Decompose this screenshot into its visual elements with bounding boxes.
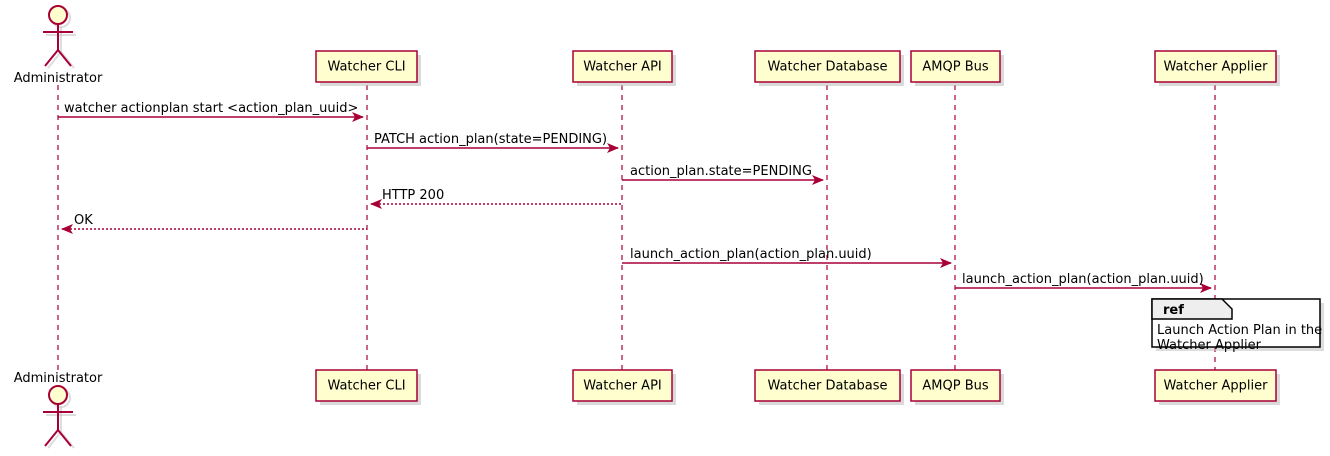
- message-label: launch_action_plan(action_plan.uuid): [630, 247, 872, 262]
- participant-label-watcher-applier: Watcher Applier: [1164, 379, 1269, 394]
- participant-watcher-cli-top[interactable]: Watcher CLI: [315, 50, 421, 86]
- participant-amqp-bus-bottom[interactable]: AMQP Bus: [910, 369, 1004, 405]
- message-3-action-plan-state-pending[interactable]: action_plan.state=PENDING: [622, 164, 824, 185]
- message-4-http-200[interactable]: HTTP 200: [370, 188, 622, 209]
- actor-label-administrator-top: Administrator: [14, 71, 103, 86]
- actor-leg-right-icon: [57, 49, 72, 67]
- participant-label-watcher-api: Watcher API: [583, 60, 662, 75]
- actor-head-icon: [48, 5, 68, 25]
- participant-watcher-applier-top[interactable]: Watcher Applier: [1154, 50, 1280, 86]
- actor-leg-right-icon: [57, 429, 72, 447]
- message-label: PATCH action_plan(state=PENDING): [374, 132, 607, 147]
- participant-watcher-database-top[interactable]: Watcher Database: [754, 50, 904, 86]
- participant-label-watcher-database: Watcher Database: [768, 60, 888, 75]
- participant-watcher-database-bottom[interactable]: Watcher Database: [754, 369, 904, 405]
- actor-head-icon: [48, 385, 68, 405]
- message-1-watcher-actionplan-start[interactable]: watcher actionplan start <action_plan_uu…: [58, 101, 364, 122]
- actor-shadow-bottom: [46, 388, 76, 449]
- participant-label-amqp-bus: AMQP Bus: [922, 60, 988, 75]
- participant-watcher-cli-bottom[interactable]: Watcher CLI: [315, 369, 421, 405]
- message-label: watcher actionplan start <action_plan_uu…: [64, 101, 358, 116]
- participant-label-watcher-api: Watcher API: [583, 379, 662, 394]
- participant-watcher-applier-bottom[interactable]: Watcher Applier: [1154, 369, 1280, 405]
- message-label: launch_action_plan(action_plan.uuid): [962, 272, 1204, 287]
- participant-label-watcher-database: Watcher Database: [768, 379, 888, 394]
- message-7-launch-action-plan-applier[interactable]: launch_action_plan(action_plan.uuid): [955, 272, 1212, 293]
- message-label: OK: [74, 213, 93, 228]
- participant-label-amqp-bus: AMQP Bus: [922, 379, 988, 394]
- ref-fragment[interactable]: ref Launch Action Plan in the Watcher Ap…: [1151, 298, 1324, 353]
- actor-administrator-bottom[interactable]: Administrator: [14, 371, 103, 449]
- message-label: action_plan.state=PENDING: [630, 164, 812, 179]
- participant-watcher-api-bottom[interactable]: Watcher API: [572, 369, 676, 405]
- message-label: HTTP 200: [382, 188, 444, 203]
- message-2-patch-action-plan[interactable]: PATCH action_plan(state=PENDING): [367, 132, 619, 153]
- actor-administrator-top[interactable]: Administrator: [14, 5, 103, 86]
- participant-label-watcher-applier: Watcher Applier: [1164, 60, 1269, 75]
- message-5-ok[interactable]: OK: [61, 213, 367, 234]
- participant-label-watcher-cli: Watcher CLI: [327, 60, 405, 75]
- actor-leg-left-icon: [44, 429, 59, 447]
- ref-keyword-label: ref: [1163, 303, 1184, 318]
- participant-watcher-api-top[interactable]: Watcher API: [572, 50, 676, 86]
- actor-leg-left-icon: [44, 49, 59, 67]
- ref-text-line-1: Launch Action Plan in the: [1157, 323, 1322, 338]
- ref-text-line-2: Watcher Applier: [1157, 338, 1262, 353]
- participant-amqp-bus-top[interactable]: AMQP Bus: [910, 50, 1004, 86]
- participant-label-watcher-cli: Watcher CLI: [327, 379, 405, 394]
- lifelines-group: [57, 85, 1216, 370]
- ref-header-tab: [1151, 298, 1233, 320]
- actor-label-administrator-bottom: Administrator: [14, 371, 103, 386]
- message-6-launch-action-plan-amqp[interactable]: launch_action_plan(action_plan.uuid): [622, 247, 952, 268]
